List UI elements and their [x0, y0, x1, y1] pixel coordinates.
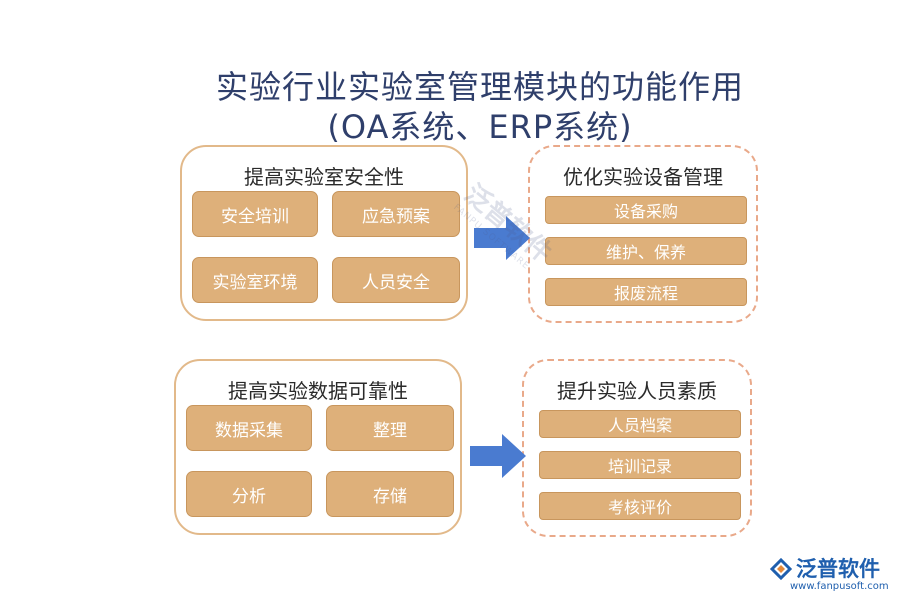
bar-assessment: 考核评价 [539, 492, 741, 520]
panel-equipment-management: 优化实验设备管理 设备采购 维护、保养 报废流程 [528, 145, 758, 323]
tile-lab-environment: 实验室环境 [192, 257, 318, 303]
bar-disposal-process: 报废流程 [545, 278, 747, 306]
bar-training-records: 培训记录 [539, 451, 741, 479]
diagram-title: 实验行业实验室管理模块的功能作用 [215, 68, 744, 106]
tile-analysis: 分析 [186, 471, 312, 517]
panel-lab-safety: 提高实验室安全性 安全培训 应急预案 实验室环境 人员安全 [180, 145, 468, 321]
brand-mark-icon [769, 557, 793, 581]
tile-emergency-plan: 应急预案 [332, 191, 460, 237]
brand-logo: 泛普软件 www.fanpusoft.com [768, 553, 893, 597]
arrow-right-icon [470, 434, 526, 478]
bar-personnel-files: 人员档案 [539, 410, 741, 438]
panel-staff-quality: 提升实验人员素质 人员档案 培训记录 考核评价 [522, 359, 752, 537]
panel-title: 优化实验设备管理 [563, 165, 723, 189]
tile-storage: 存储 [326, 471, 454, 517]
tile-organize: 整理 [326, 405, 454, 451]
panel-title: 提升实验人员素质 [557, 379, 717, 403]
diagram-subtitle: (OA系统、ERP系统) [327, 108, 633, 146]
brand-url: www.fanpusoft.com [790, 581, 889, 592]
panel-data-reliability: 提高实验数据可靠性 数据采集 整理 分析 存储 [174, 359, 462, 535]
panel-title: 提高实验数据可靠性 [228, 379, 408, 403]
bar-equipment-procurement: 设备采购 [545, 196, 747, 224]
tile-personnel-safety: 人员安全 [332, 257, 460, 303]
tile-safety-training: 安全培训 [192, 191, 318, 237]
panel-title: 提高实验室安全性 [244, 165, 404, 189]
tile-data-collection: 数据采集 [186, 405, 312, 451]
arrow-right-icon [474, 216, 530, 260]
bar-maintenance: 维护、保养 [545, 237, 747, 265]
brand-name: 泛普软件 [796, 557, 880, 581]
